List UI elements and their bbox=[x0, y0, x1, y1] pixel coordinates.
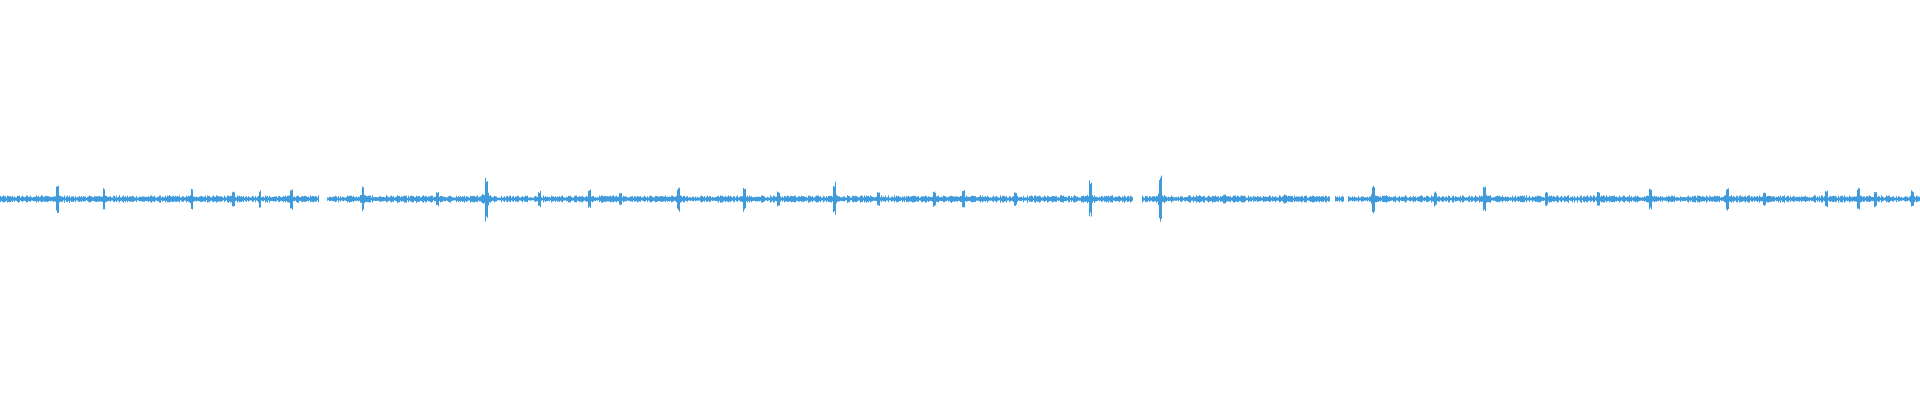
waveform-trace bbox=[0, 175, 1920, 222]
